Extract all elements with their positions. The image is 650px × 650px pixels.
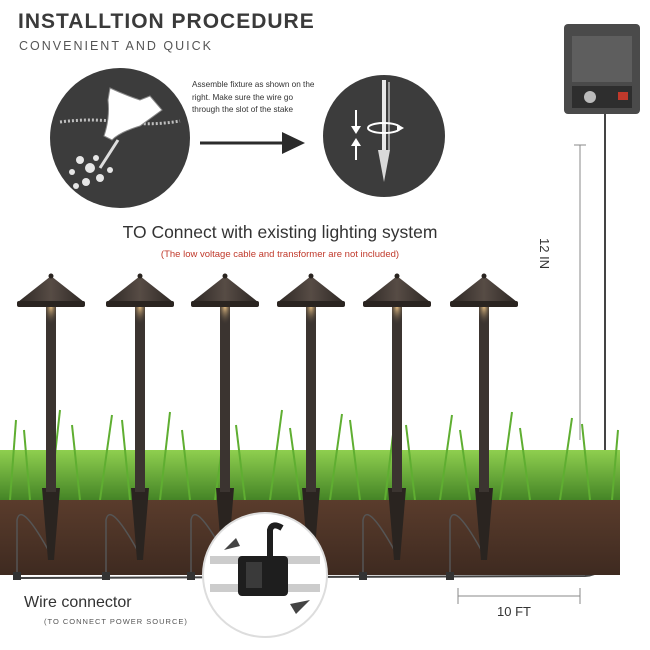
path-light-fixture — [446, 273, 518, 580]
height-dimension-line — [574, 144, 586, 440]
transformer-icon — [564, 24, 640, 114]
arrow-right-icon — [200, 132, 305, 154]
path-light-fixture — [102, 273, 174, 580]
spacing-dimension-line — [457, 588, 581, 604]
step-instruction: Assemble fixture as shown on the right. … — [192, 80, 315, 114]
path-light-fixture — [13, 273, 85, 580]
page-subtitle: CONVENIENT AND QUICK — [19, 39, 213, 53]
wire-connector-icon — [202, 512, 328, 638]
stake-assembly-icon — [323, 75, 445, 197]
connect-note: (The low voltage cable and transformer a… — [160, 249, 400, 260]
wire-connector-sublabel: (TO CONNECT POWER SOURCE) — [44, 617, 188, 626]
connect-heading: TO Connect with existing lighting system — [122, 222, 438, 242]
page-title: INSTALLTION PROCEDURE — [18, 10, 315, 33]
path-light-fixture — [359, 273, 431, 580]
spacing-dimension-label: 10 FT — [497, 604, 531, 619]
hand-digging-icon — [50, 68, 190, 208]
wire-connector-label: Wire connector — [24, 594, 132, 611]
